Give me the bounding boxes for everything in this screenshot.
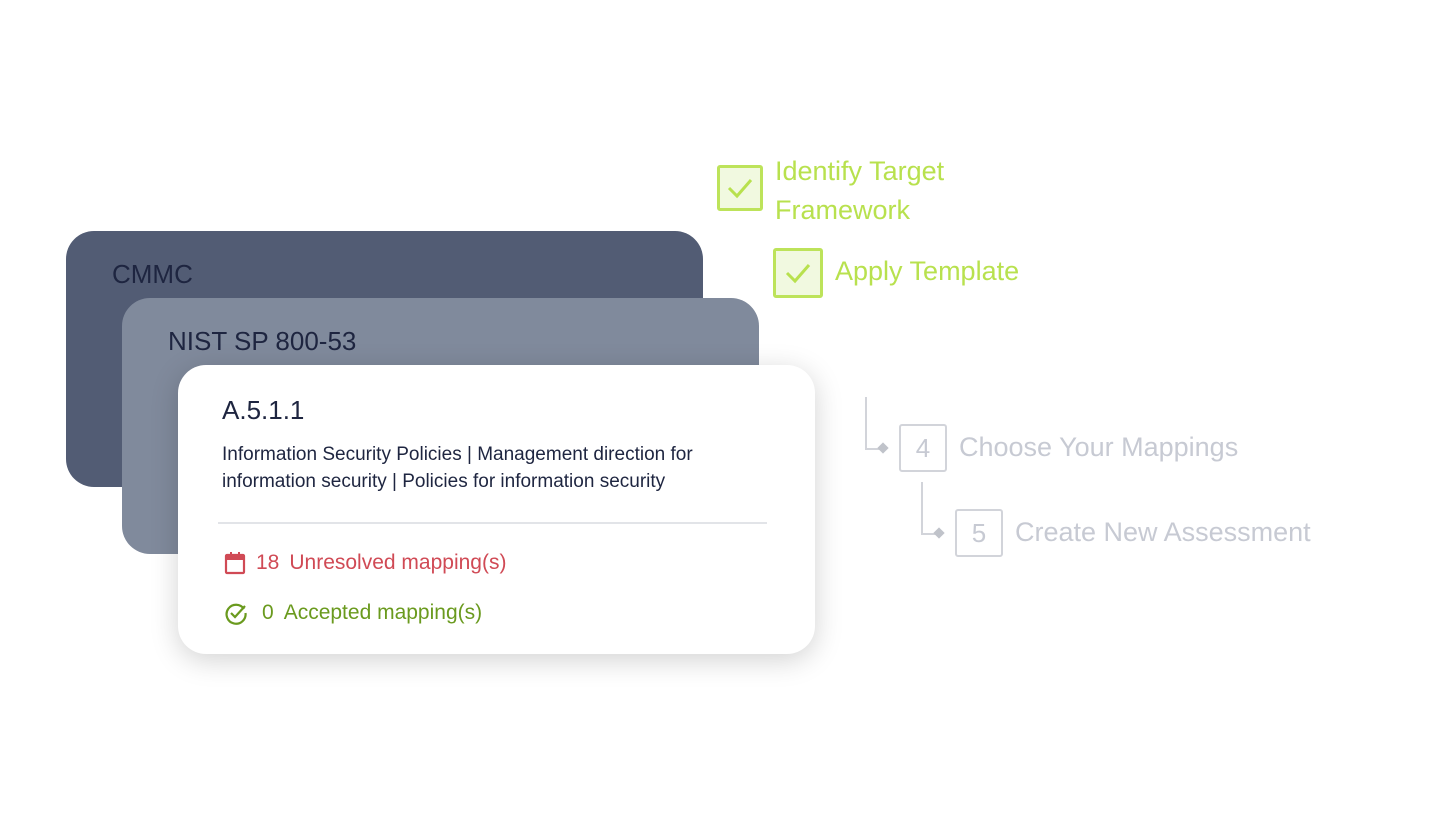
step-choose-mappings[interactable]: 4 Choose Your Mappings [899, 424, 1238, 472]
unresolved-count: 18 [256, 551, 280, 574]
step-create-assessment[interactable]: 5 Create New Assessment [955, 509, 1311, 557]
check-circle-icon [225, 603, 247, 625]
step-number: 4 [899, 424, 947, 472]
step-label: Choose Your Mappings [959, 432, 1239, 462]
step-label: Identify Target Framework [775, 156, 945, 225]
step-connector [865, 397, 883, 450]
card-title: NIST SP 800-53 [168, 326, 357, 356]
calendar-icon [224, 552, 246, 575]
step-connector [921, 482, 939, 535]
divider [218, 522, 767, 524]
checkbox-checked-icon [717, 165, 763, 211]
accepted-mappings[interactable]: 0 Accepted mapping(s) [224, 601, 482, 625]
step-label: Create New Assessment [1015, 517, 1311, 547]
card-title: CMMC [112, 259, 193, 289]
unresolved-mappings[interactable]: 18 Unresolved mapping(s) [224, 551, 506, 575]
step-identify-target-framework[interactable]: Identify Target Framework [717, 152, 944, 230]
step-number: 5 [955, 509, 1003, 557]
control-code: A.5.1.1 [222, 395, 305, 425]
step-apply-template[interactable]: Apply Template [773, 248, 1019, 298]
step-label: Apply Template [835, 256, 1020, 286]
accepted-label: Accepted mapping(s) [283, 601, 483, 624]
control-card[interactable]: A.5.1.1 Information Security Policies | … [178, 365, 815, 654]
control-description: Information Security Policies | Manageme… [222, 444, 693, 492]
checkbox-checked-icon [773, 248, 823, 298]
unresolved-label: Unresolved mapping(s) [289, 551, 507, 574]
accepted-count: 0 [262, 601, 274, 624]
